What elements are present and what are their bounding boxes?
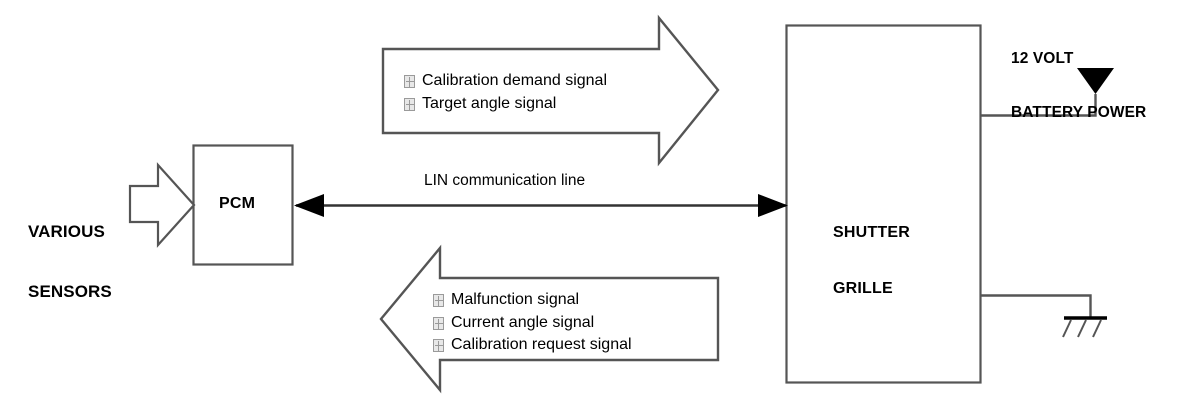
shutter-to-pcm-signal-item: Malfunction signal [433,289,632,312]
shutter-to-pcm-signal-item: Current angle signal [433,312,632,335]
various-sensors-label-line1: VARIOUS [28,222,105,242]
pcm-label: PCM [219,195,256,212]
shutter-grille-label-line1: SHUTTER [833,223,910,241]
ground-hatch-3-icon [1092,319,1102,338]
lin-arrowhead-right [758,194,788,217]
battery-power-wire [981,94,1097,117]
various-sensors-label-line2: SENSORS [28,282,112,302]
shutter-grille-label-line2: GRILLE [833,280,893,298]
shutter-grille-label: SHUTTER GRILLE [833,186,910,337]
missing-glyph-box-icon [433,293,444,307]
missing-glyph-box-icon [404,97,415,111]
shutter-grille-box[interactable] [785,24,982,384]
battery-terminal-triangle-icon [1077,68,1114,94]
pcm-to-shutter-signal-item-label: Target angle signal [422,94,557,112]
ground-hatch-1-icon [1062,319,1072,338]
lin-communication-label: LIN communication line [424,172,586,189]
pcm-to-shutter-signal-item: Calibration demand signal [404,70,607,93]
lin-arrowhead-left [294,194,324,217]
missing-glyph-box-icon [433,339,444,353]
shutter-to-pcm-signal-item: Calibration request signal [433,334,632,357]
pcm-to-shutter-signal-item-label: Calibration demand signal [422,72,607,89]
shutter-to-pcm-arrow [379,244,720,394]
various-sensors-label: VARIOUS SENSORS [28,182,112,342]
ground-hatch-2-icon [1077,319,1087,338]
shutter-to-pcm-signal-item-label: Calibration request signal [451,336,632,354]
pcm-to-shutter-signal-item: Target angle signal [404,93,607,116]
battery-power-label-line2: BATTERY POWER [1011,104,1147,122]
ground-wire [981,294,1092,317]
pcm-box[interactable] [192,144,294,266]
shutter-to-pcm-signal-item-label: Malfunction signal [451,291,580,308]
battery-power-label-line1: 12 VOLT [1011,49,1074,67]
shutter-to-pcm-signal-item-label: Current angle signal [451,313,595,331]
pcm-to-shutter-arrow [381,14,720,167]
missing-glyph-box-icon [404,74,415,88]
missing-glyph-box-icon [433,316,444,330]
various-sensors-arrow [128,162,196,248]
battery-power-label: 12 VOLT BATTERY POWER [1011,13,1146,159]
